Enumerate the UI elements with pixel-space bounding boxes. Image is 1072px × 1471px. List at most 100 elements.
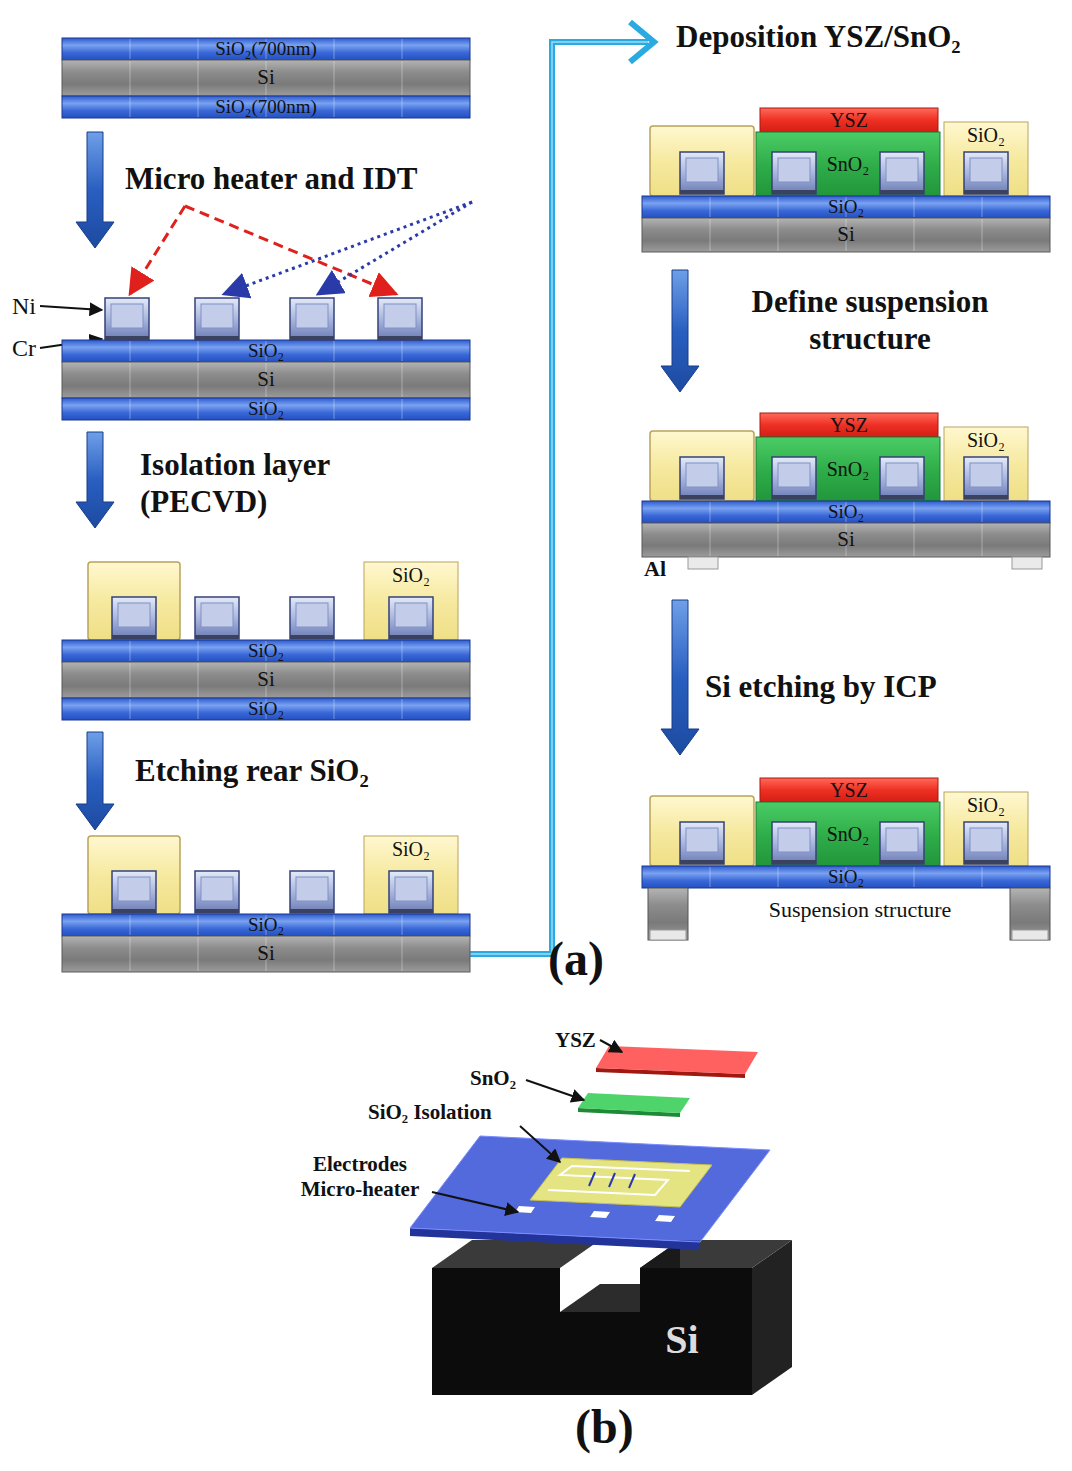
contact-pad	[655, 1215, 675, 1222]
oxide-layer: SiO₂(700nm)	[62, 38, 470, 60]
ysz-layer: YSZ	[760, 413, 938, 437]
layer-label: SnO₂	[827, 153, 870, 175]
grid-line	[402, 61, 403, 95]
electrode	[880, 457, 924, 499]
isolation-cap: SiO₂	[944, 427, 1028, 501]
layer-label: SiO₂(700nm)	[215, 97, 317, 118]
silicon-layer: Si	[62, 60, 470, 96]
layer-label: SnO₂	[827, 823, 870, 845]
layer-label: Si	[837, 528, 855, 551]
caption-label: Ni	[12, 292, 36, 321]
grid-line	[334, 641, 335, 661]
electrode	[389, 871, 433, 913]
grid-line	[982, 219, 983, 251]
flow-connector-highlight	[470, 42, 648, 954]
grid-line	[130, 363, 131, 397]
layer-label: SiO₂	[967, 794, 1005, 816]
grid-line	[982, 502, 983, 522]
electrode	[964, 457, 1008, 499]
layer-label: YSZ	[830, 414, 868, 436]
sno2-layer-fill	[756, 437, 940, 501]
oxide-layer-fill	[62, 640, 470, 662]
grid-line	[198, 915, 199, 935]
layer-label: SiO₂	[392, 564, 430, 586]
grid-line	[198, 641, 199, 661]
grid-line	[130, 399, 131, 419]
layer-label: SiO₂	[248, 341, 284, 362]
grid-line	[198, 663, 199, 697]
ysz-layer: YSZ	[760, 778, 938, 802]
oxide-layer: SiO₂	[642, 501, 1050, 523]
silicon-block-front	[432, 1268, 752, 1395]
sno2-layer: SnO₂	[756, 802, 940, 866]
layer-label: SiO₂	[248, 915, 284, 936]
electrode	[680, 822, 724, 864]
caption-label: Isolation layer (PECVD)	[140, 446, 410, 520]
caption-label: SnO₂	[470, 1066, 516, 1091]
caption-label: (a)	[548, 930, 604, 988]
grid-line	[778, 219, 779, 251]
leader-arrow	[600, 1040, 622, 1052]
silicon-layer-fill	[62, 362, 470, 398]
grid-line	[778, 502, 779, 522]
silicon-layer-fill	[642, 218, 1050, 252]
grid-line	[334, 663, 335, 697]
layer-label: SiO₂	[967, 429, 1005, 451]
step-arrow	[76, 132, 114, 248]
grid-line	[402, 699, 403, 719]
step-arrow	[661, 270, 699, 392]
silicon-block: Si	[640, 1314, 724, 1366]
layer-label: SiO₂	[828, 502, 864, 523]
grid-line	[710, 867, 711, 887]
caption-label: Deposition YSZ/SnO₂	[676, 18, 1068, 55]
oxide-layer: SiO₂	[642, 866, 1050, 888]
silicon-block-top	[432, 1240, 600, 1268]
sno2-layer: SnO₂	[756, 132, 940, 196]
leader-arrow	[526, 1080, 584, 1100]
electrode	[772, 457, 816, 499]
leader-arrow	[40, 306, 102, 310]
grid-line	[130, 915, 131, 935]
grid-line	[914, 524, 915, 556]
leader-arrow	[520, 1126, 560, 1162]
aluminium-pad	[688, 557, 718, 569]
ysz-layer-fill	[760, 108, 938, 132]
caption-label: (b)	[575, 1398, 634, 1456]
grid-line	[402, 641, 403, 661]
silicon-layer-fill	[642, 523, 1050, 557]
sno2-layer-fill	[756, 802, 940, 866]
grid-line	[130, 663, 131, 697]
grid-line	[710, 197, 711, 217]
step-arrow	[76, 432, 114, 528]
ysz-layer-fill	[760, 413, 938, 437]
silicon-layer: Si	[642, 523, 1050, 557]
silicon-layer-fill	[62, 936, 470, 972]
oxide-layer: SiO₂	[62, 640, 470, 662]
flow-arrowhead	[630, 22, 654, 62]
caption-label: Etching rear SiO₂	[135, 752, 495, 789]
electrode	[880, 822, 924, 864]
electrode	[112, 871, 156, 913]
flow-connector	[470, 42, 648, 954]
layer-label: Si	[257, 66, 275, 89]
electrode	[195, 871, 239, 913]
electrode	[290, 597, 334, 639]
oxide-layer-fill	[62, 398, 470, 420]
electrode	[772, 822, 816, 864]
grid-line	[198, 699, 199, 719]
oxide-layer: SiO₂	[62, 698, 470, 720]
silicon-layer-fill	[62, 60, 470, 96]
grid-line	[778, 197, 779, 217]
electrode	[772, 152, 816, 194]
isolation-cap	[650, 126, 754, 196]
electrode	[195, 597, 239, 639]
grid-line	[334, 363, 335, 397]
oxide-layer-fill	[62, 38, 470, 60]
grid-line	[130, 39, 131, 59]
aluminium-pad	[650, 930, 686, 940]
grid-line	[334, 341, 335, 361]
layer-label: SiO₂	[248, 699, 284, 720]
isolation-cap-fill	[364, 562, 458, 640]
silicon-pillar	[1010, 888, 1050, 940]
